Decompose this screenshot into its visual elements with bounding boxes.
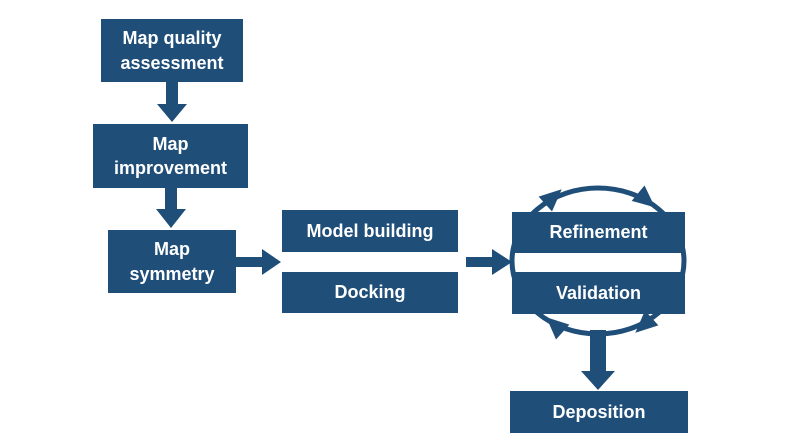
node-label-line: Map quality	[122, 28, 222, 49]
node-validation: Validation	[512, 272, 685, 314]
node-label-line: Refinement	[549, 222, 648, 243]
node-label-line: Docking	[334, 282, 406, 303]
node-refinement: Refinement	[512, 212, 685, 253]
cycle-arrowhead-top-left-icon	[538, 189, 562, 212]
node-deposition: Deposition	[510, 391, 688, 433]
node-docking: Docking	[282, 272, 458, 313]
node-label-line: Model building	[306, 220, 434, 241]
cycle-arrowhead-top-right-icon	[631, 185, 655, 208]
node-label-line: symmetry	[129, 263, 215, 284]
node-map-improvement: Map improvement	[93, 124, 248, 188]
node-label-line: Map	[152, 133, 189, 154]
node-label-line: improvement	[113, 158, 228, 178]
arrow-improvement-to-symmetry	[156, 188, 186, 228]
node-map-quality-assessment: Map quality assessment	[101, 19, 243, 82]
arrow-symmetry-to-modeling	[236, 249, 281, 275]
node-label-line: Deposition	[552, 401, 646, 422]
arrow-modeling-to-refinement	[466, 249, 512, 275]
arrow-cycle-to-deposition	[581, 330, 615, 390]
arrow-quality-to-improvement	[157, 82, 187, 122]
node-label-line: Validation	[555, 282, 642, 303]
node-model-building: Model building	[282, 210, 458, 252]
node-label-line: assessment	[120, 52, 224, 73]
cycle-arrowhead-bottom-right-icon	[635, 310, 659, 333]
node-map-symmetry: Map symmetry	[108, 230, 236, 293]
node-label-line: Map	[154, 239, 190, 260]
cycle-arrowhead-bottom-left-icon	[546, 317, 570, 340]
